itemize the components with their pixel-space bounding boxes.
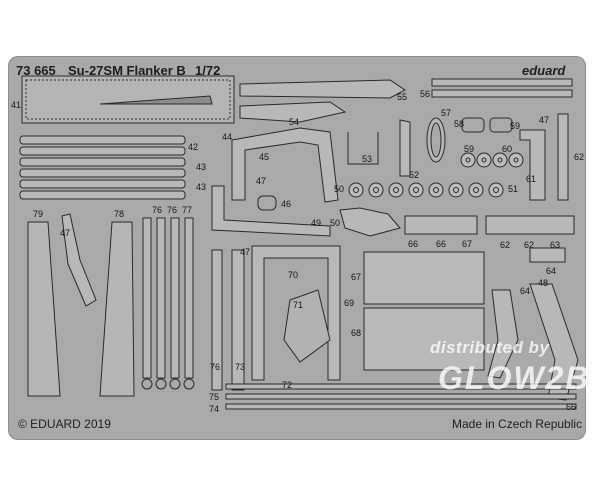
part-number: 50: [334, 184, 345, 194]
part-number: 59: [464, 144, 475, 154]
part-number: 59: [510, 121, 521, 131]
part-number: 41: [11, 100, 22, 110]
part-number: 78: [114, 209, 125, 219]
part-number: 45: [259, 152, 270, 162]
kit-name: Su-27SM Flanker B: [68, 63, 186, 78]
part-number: 67: [351, 272, 362, 282]
part-number: 74: [209, 404, 220, 414]
part-number: 57: [441, 108, 452, 118]
part-number: 51: [508, 184, 519, 194]
copyright: © EDUARD 2019: [18, 417, 111, 431]
part-number: 52: [409, 170, 420, 180]
part-number: 62: [500, 240, 511, 250]
part-number: 43: [196, 182, 207, 192]
part-number: 73: [235, 362, 246, 372]
watermark-logo: GLOW2B: [438, 360, 591, 396]
part-number: 71: [293, 300, 304, 310]
part-number: 49: [311, 218, 322, 228]
part-number: 43: [196, 162, 207, 172]
part-number: 77: [182, 205, 193, 215]
part-number: 64: [546, 266, 557, 276]
brand-logo: eduard: [522, 63, 566, 78]
part-number: 76: [167, 205, 178, 215]
part-number: 60: [502, 144, 513, 154]
part-number: 56: [420, 89, 431, 99]
part-number: 55: [397, 92, 408, 102]
part-76-struts: [141, 217, 195, 390]
part-number: 53: [362, 154, 373, 164]
part-number: 75: [209, 392, 220, 402]
catalog-number: 73 665: [16, 63, 56, 78]
part-number: 79: [33, 209, 44, 219]
part-number: 47: [60, 228, 71, 238]
part-number: 68: [351, 328, 362, 338]
part-number: 47: [240, 247, 251, 257]
part-number: 66: [408, 239, 419, 249]
part-number: 44: [222, 132, 233, 142]
part-number: 47: [256, 176, 267, 186]
watermark-line1: distributed by: [430, 338, 550, 357]
part-number: 62: [574, 152, 585, 162]
part-number: 70: [288, 270, 299, 280]
part-number: 64: [520, 286, 531, 296]
part-number: 50: [330, 218, 341, 228]
part-42-rods: [19, 135, 186, 200]
origin-label: Made in Czech Republic: [452, 417, 583, 431]
part-number: 46: [281, 199, 292, 209]
part-50-washers: [348, 182, 504, 198]
scale-label: 1/72: [195, 63, 221, 78]
part-number: 76: [210, 362, 221, 372]
part-number: 63: [550, 240, 561, 250]
part-67-mesh: [363, 251, 485, 371]
part-number: 58: [454, 119, 465, 129]
part-number: 69: [344, 298, 355, 308]
part-66-combs: [404, 215, 575, 235]
part-number: 66: [566, 402, 577, 412]
part-number: 61: [526, 174, 537, 184]
part-number: 66: [436, 239, 447, 249]
part-number: 54: [289, 117, 300, 127]
part-number: 42: [188, 142, 199, 152]
part-number: 67: [462, 239, 473, 249]
part-number: 62: [524, 240, 535, 250]
part-number: 47: [539, 115, 550, 125]
part-number: 48: [538, 278, 549, 288]
part-number: 72: [282, 380, 293, 390]
part-number: 76: [152, 205, 163, 215]
